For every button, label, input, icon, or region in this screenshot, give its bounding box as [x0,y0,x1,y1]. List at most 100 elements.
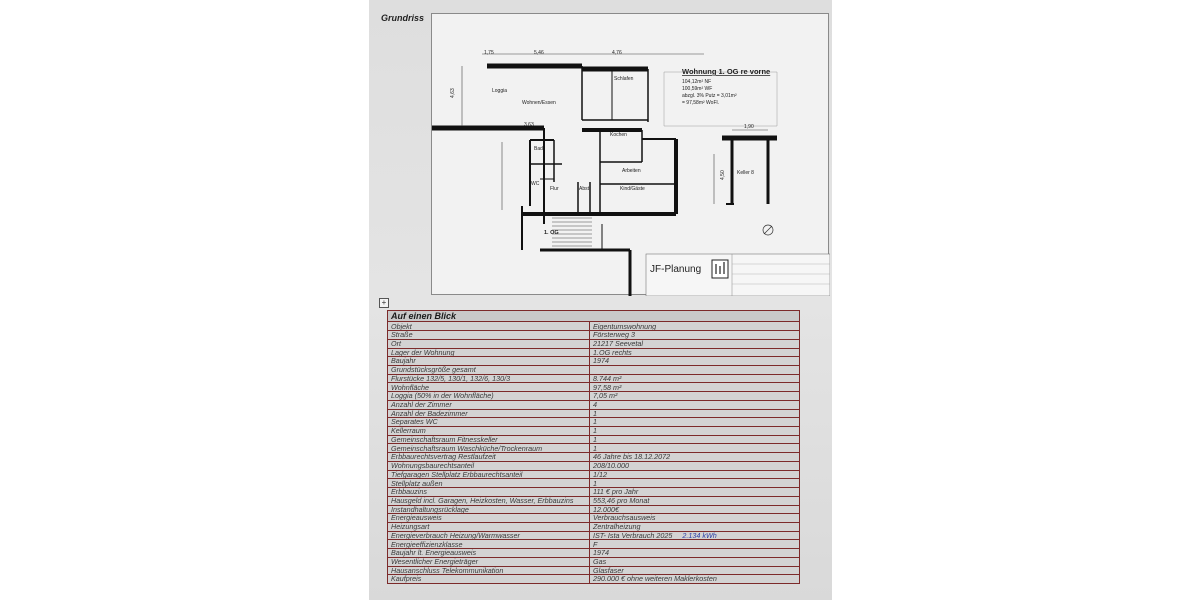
row-value: 4 [588,399,801,410]
dimension-label: 4,63 [450,88,456,98]
row-value-text: Gas [593,557,607,566]
floor-plan: 1,75 5,46 4,76 4,63 3,63 1,90 4,50 Loggi… [431,13,830,296]
row-value: 1 [588,426,801,436]
row-value-text: Zentralheizung [593,522,641,532]
document-photo: Grundriss [369,0,832,600]
row-label: Instandhaltungsrücklage [387,504,590,515]
row-value-text: 8.744 m² [593,374,622,383]
row-label: Baujahr lt. Energieausweis [387,548,590,558]
summary-heading: Auf einen Blick [386,309,801,323]
row-value-text: Försterweg 3 [593,330,635,340]
row-value: 97,58 m² [588,382,801,393]
area-line-1: 104,12m² NF [682,79,711,85]
row-label: Separates WC [387,417,590,428]
row-label: Wohnfläche [387,382,590,393]
row-value: 1 [588,478,801,489]
row-value-text: 1.OG rechts [593,348,632,357]
row-value: Verbrauchsausweis [588,513,801,523]
page-title: Grundriss [381,13,425,23]
room-label-arbeiten: Arbeiten [622,168,641,174]
summary-heading-row: Auf einen Blick [386,309,801,323]
row-value-text: 12.000€ [593,505,619,514]
row-value: 1 [588,443,801,454]
row-value-text: 1 [593,426,597,436]
row-value: Eigentumswohnung [588,321,801,332]
row-value: Glasfaser [588,565,801,576]
row-label: Kaufpreis [387,574,590,584]
floor-label: 1. OG [544,230,559,236]
row-value: 12.000€ [588,504,801,515]
row-value: 1/12 [588,469,801,480]
row-value: Gas [588,556,801,567]
row-value: Zentralheizung [588,521,801,532]
row-value-text: 1974 [593,548,609,558]
dimension-label: 3,63 [524,122,534,128]
row-label: Gemeinschaftsraum Fitnesskeller [387,434,590,445]
row-value-text: 21217 Seevetal [593,339,643,348]
row-label: Energieeffizienzklasse [387,539,590,550]
table-row: Grundstücksgröße gesamt [387,365,801,375]
floor-plan-drawing: 1,75 5,46 4,76 4,63 3,63 1,90 4,50 Loggi… [432,50,830,296]
row-label: Straße [387,330,590,340]
row-value: 1974 [588,548,801,558]
room-label-keller: Keller 8 [737,170,754,176]
room-label-wc: WC [531,181,540,187]
row-value-text: Verbrauchsausweis [593,513,656,523]
row-label: Heizungsart [387,521,590,532]
row-value-text: F [593,539,598,549]
row-value-text: 553,46 pro Monat [593,496,650,505]
room-label-wohnen: Wohnen/Essen [522,100,556,106]
apartment-heading: Wohnung 1. OG re vorne [682,67,770,76]
row-label: Tiefgaragen Stellplatz Erbbaurechtsantei… [387,469,590,480]
table-expand-icon[interactable]: + [379,298,389,308]
row-value-text: 1/12 [593,470,607,479]
row-value-text: 1 [593,478,597,488]
table-row: Hausgeld incl. Garagen, Heizkosten, Wass… [387,495,801,506]
north-arrow-icon [762,224,774,236]
room-label-abst: Abst [579,186,590,192]
row-value: 21217 Seevetal [588,338,801,349]
row-label: Baujahr [387,356,590,366]
row-value: F [588,539,801,550]
row-label: Kellerraum [387,426,590,436]
room-label-kochen: Kochen [610,132,627,138]
room-label-kind: Kind/Gäste [620,186,645,192]
table-row: Tiefgaragen Stellplatz Erbbaurechtsantei… [387,469,801,480]
plan-walls [432,63,777,296]
table-row: Gemeinschaftsraum Waschküche/Trockenraum… [387,443,801,454]
row-value-text: 1 [593,443,597,453]
row-value-text: 111 € pro Jahr [593,487,639,497]
room-label-bad: Bad [534,146,543,152]
row-label: Erbbauzins [387,487,590,497]
row-label: Objekt [387,321,590,332]
row-label: Anzahl der Badezimmer [387,408,590,419]
row-label: Wesentlicher Energieträger [387,556,590,567]
dimension-label: 5,46 [534,50,544,56]
row-value: 290.000 € ohne weiteren Maklerkosten [588,574,801,584]
row-value-extra: 2.134 kWh [682,531,717,540]
row-value: 46 Jahre bis 18.12.2072 [588,452,801,462]
row-value: 553,46 pro Monat [588,495,801,506]
plan-detail-lines [461,53,778,247]
title-block: JF-Planung [645,253,830,296]
row-value: 7,05 m² [588,391,801,401]
row-label: Flurstücke 132/5, 130/1, 132/6, 130/3 [387,373,590,384]
